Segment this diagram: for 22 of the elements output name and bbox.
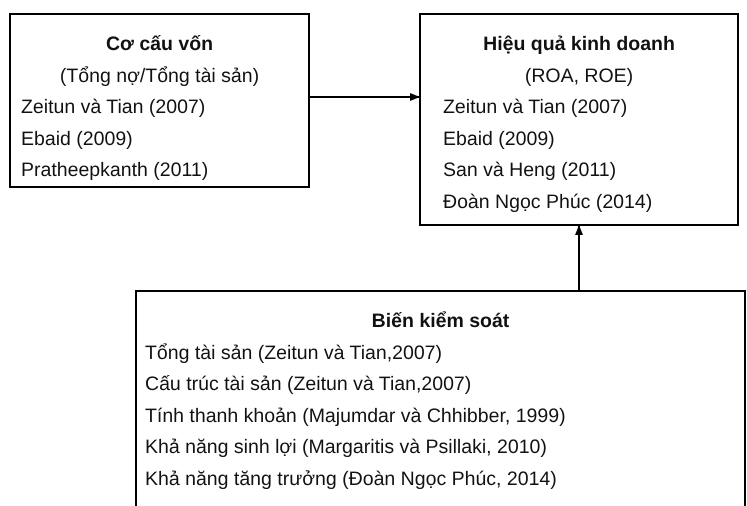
reference-text: Pratheepkanth (2011) bbox=[21, 158, 208, 183]
arrow bbox=[575, 225, 583, 290]
reference-text: Ebaid (2009) bbox=[21, 126, 133, 152]
text-box bbox=[9, 13, 310, 188]
reference-text: Đoàn Ngọc Phúc (2014) bbox=[443, 190, 652, 214]
reference-text: (ROA, ROE) bbox=[524, 64, 634, 88]
reference-text: San và Heng (2011) bbox=[443, 158, 616, 183]
box-heading: Hiệu quả kinh doanh bbox=[483, 32, 675, 57]
text-box bbox=[135, 290, 746, 506]
text-box bbox=[419, 13, 739, 226]
reference-text: Tổng tài sản (Zeitun và Tian,2007) bbox=[145, 340, 442, 366]
reference-text: Cấu trúc tài sản (Zeitun và Tian,2007) bbox=[145, 372, 472, 397]
reference-text: (Tổng nợ/Tổng tài sản) bbox=[60, 64, 260, 88]
reference-text: Zeitun và Tian (2007) bbox=[21, 95, 206, 120]
reference-text: Khả năng tăng trưởng (Đoàn Ngọc Phúc, 2014) bbox=[145, 466, 557, 492]
reference-text: Zeitun và Tian (2007) bbox=[443, 95, 628, 120]
box-heading: Biến kiểm soát bbox=[372, 309, 510, 334]
reference-text: Ebaid (2009) bbox=[443, 126, 555, 152]
box-heading: Cơ cấu vốn bbox=[106, 32, 214, 57]
reference-text: Tính thanh khoản (Majumdar và Chhibber, 1999) bbox=[145, 404, 566, 428]
reference-text: Khả năng sinh lợi (Margaritis và Psillaki, 2010) bbox=[145, 435, 547, 460]
arrow bbox=[310, 93, 420, 101]
